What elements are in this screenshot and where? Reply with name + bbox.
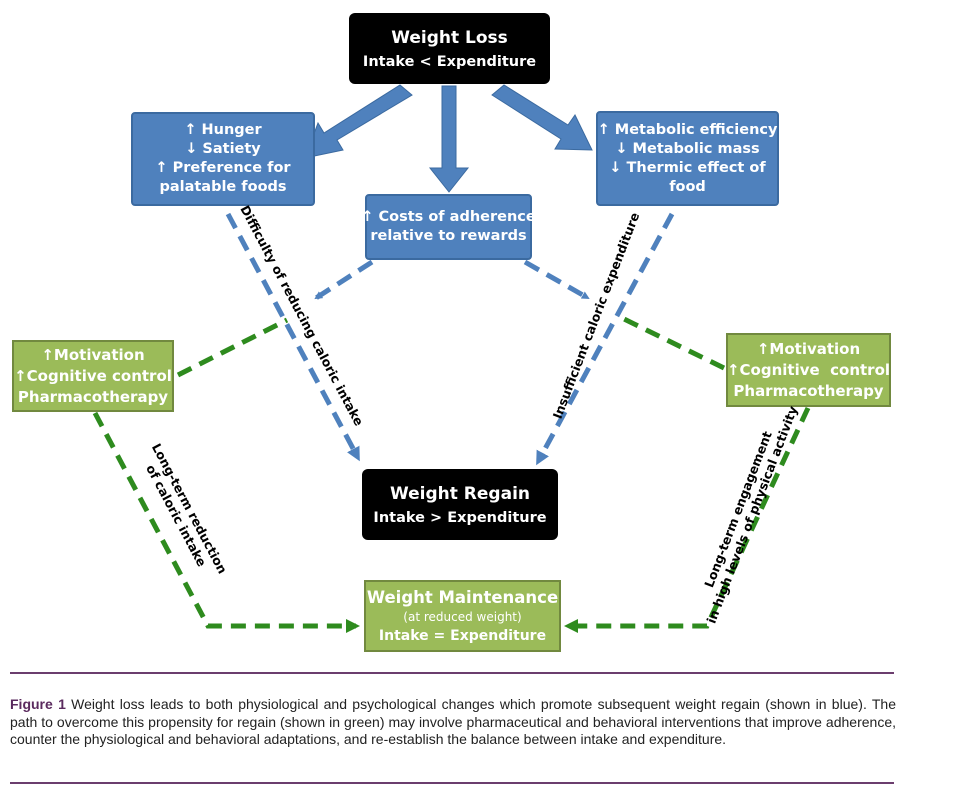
right-pharmacotherapy: Pharmacotherapy xyxy=(733,381,884,400)
weight-loss-arrows xyxy=(304,84,593,193)
arrow-to-psych-changes xyxy=(304,84,413,159)
left-pharmacotherapy: Pharmacotherapy xyxy=(17,387,169,406)
caption-bottom-rule xyxy=(10,782,894,784)
adherence-line-1: ↑ Costs of adherence xyxy=(361,209,536,225)
figure-caption: Figure 1 Weight loss leads to both physi… xyxy=(10,696,896,749)
metabolic-line-food: food xyxy=(669,178,706,195)
metabolic-to-regain xyxy=(536,212,675,466)
right-motivation: ↑Motivation xyxy=(756,339,861,358)
psych-changes-box: ↑ Hunger ↓ Satiety ↑ Preference for pala… xyxy=(131,112,315,206)
weight-regain-subtitle: Intake > Expenditure xyxy=(373,509,547,526)
arrow-to-metabolic-changes xyxy=(491,84,593,151)
right-intervention-to-blue-path xyxy=(620,315,726,371)
arrow-to-adherence-costs xyxy=(428,85,470,193)
weight-regain-box: Weight Regain Intake > Expenditure xyxy=(362,469,558,540)
caption-top-rule xyxy=(10,672,894,674)
metabolic-line-mass: ↓ Metabolic mass xyxy=(615,140,760,157)
psych-line-preference: ↑ Preference for xyxy=(155,160,291,176)
caption-text: Weight loss leads to both physiological … xyxy=(10,696,896,747)
adherence-to-right-branch xyxy=(523,259,590,301)
adherence-to-left-branch xyxy=(314,259,374,301)
right-intervention-box: ↑Motivation ↑Cognitive control Pharmacot… xyxy=(726,333,891,407)
adherence-line-2: relative to rewards xyxy=(370,228,527,244)
psych-line-hunger: ↑ Hunger xyxy=(184,122,262,138)
weight-loss-title: Weight Loss xyxy=(391,27,508,48)
weight-maintenance-box: Weight Maintenance (at reduced weight) I… xyxy=(364,580,561,652)
green-dashed-paths xyxy=(92,315,811,633)
metabolic-line-efficiency: ↑ Metabolic efficiency xyxy=(597,121,778,138)
left-cognitive-control: ↑Cognitive control xyxy=(14,366,172,385)
psych-line-palatable: palatable foods xyxy=(159,179,287,195)
weight-loss-box: Weight Loss Intake < Expenditure xyxy=(349,13,550,84)
left-motivation: ↑Motivation xyxy=(41,345,145,364)
weight-maintenance-note: (at reduced weight) xyxy=(403,609,522,624)
right-cognitive-control: ↑Cognitive control xyxy=(726,360,891,379)
weight-loss-subtitle: Intake < Expenditure xyxy=(362,53,537,70)
metabolic-line-thermic: ↓ Thermic effect of xyxy=(609,159,766,176)
weight-maintenance-title: Weight Maintenance xyxy=(366,587,559,607)
caption-label: Figure 1 xyxy=(10,696,66,712)
psych-to-regain xyxy=(225,212,360,462)
left-intervention-to-maintenance xyxy=(92,411,360,633)
blue-dashed-paths xyxy=(225,212,675,466)
weight-regain-title: Weight Regain xyxy=(389,483,530,504)
adherence-costs-box: ↑ Costs of adherence relative to rewards xyxy=(361,194,536,260)
right-intervention-to-maintenance xyxy=(564,406,811,633)
left-intervention-box: ↑Motivation ↑Cognitive control Pharmacot… xyxy=(12,340,174,412)
weight-maintenance-subtitle: Intake = Expenditure xyxy=(378,627,547,644)
metabolic-changes-box: ↑ Metabolic efficiency ↓ Metabolic mass … xyxy=(596,111,779,206)
left-intervention-to-blue-path xyxy=(176,317,289,378)
psych-line-satiety: ↓ Satiety xyxy=(185,141,261,157)
